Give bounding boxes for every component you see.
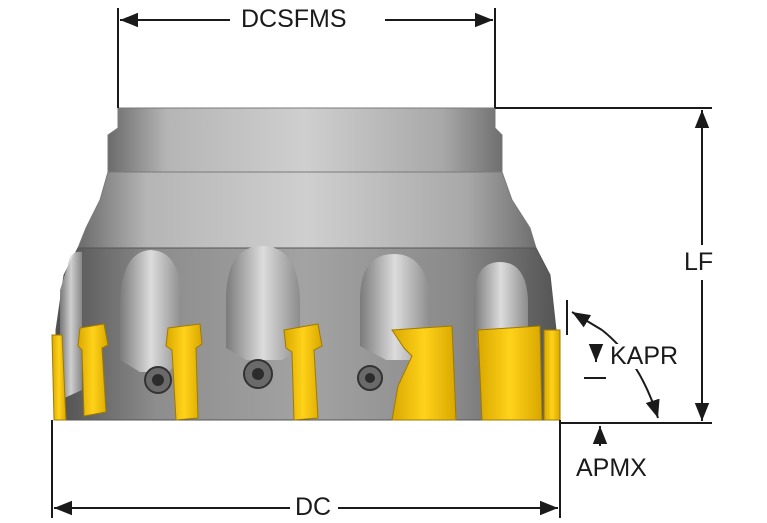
screw-icon [365,373,375,383]
kapr-arc-start [571,311,603,331]
cutting-inserts [51,323,561,421]
dcsfms-label: DCSFMS [237,7,351,32]
insert-screws [144,359,383,394]
insert [391,325,457,421]
screw-icon [252,368,264,380]
flute-pocket [60,251,82,400]
dc-label: DC [291,495,336,520]
insert [543,329,561,421]
cutter-shank [107,107,503,173]
cutter-shoulder [77,171,537,249]
insert [77,323,109,417]
insert [165,323,203,421]
insert [283,323,323,421]
lf-label: LF [680,250,718,275]
flute-pocket [226,246,300,360]
insert [477,325,543,421]
dimension-lines [51,8,712,518]
insert [51,334,67,421]
kapr-label: KAPR [606,344,683,369]
screw-icon [152,374,164,386]
apmx-label: APMX [572,456,651,481]
